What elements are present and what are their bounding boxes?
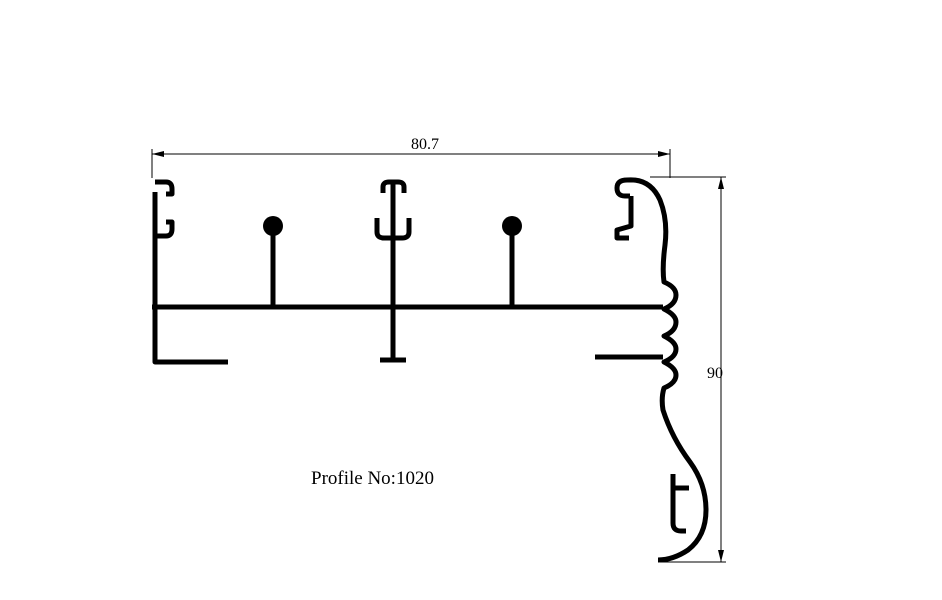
lower-c-hook [670, 474, 689, 534]
width-arrow-left [152, 151, 164, 157]
height-arrow-top [718, 177, 724, 189]
ball-head-2 [502, 216, 522, 236]
width-dimension-label: 80.7 [411, 136, 439, 153]
profile-shape [152, 177, 709, 563]
center-top-hook-cap [380, 179, 407, 193]
left-wall-with-flange [152, 192, 228, 365]
left-top-hook [155, 179, 175, 239]
height-dimension: 90 [650, 176, 726, 563]
width-arrow-right [658, 151, 670, 157]
height-dimension-label: 90 [707, 365, 723, 382]
right-top-hook [614, 177, 634, 241]
width-dimension: 80.7 [151, 136, 671, 178]
height-arrow-bottom [718, 550, 724, 562]
outer-curved-profile [626, 177, 709, 563]
center-lower-hook [374, 218, 412, 241]
ball-head-1 [263, 216, 283, 236]
profile-caption: Profile No:1020 [311, 468, 434, 489]
